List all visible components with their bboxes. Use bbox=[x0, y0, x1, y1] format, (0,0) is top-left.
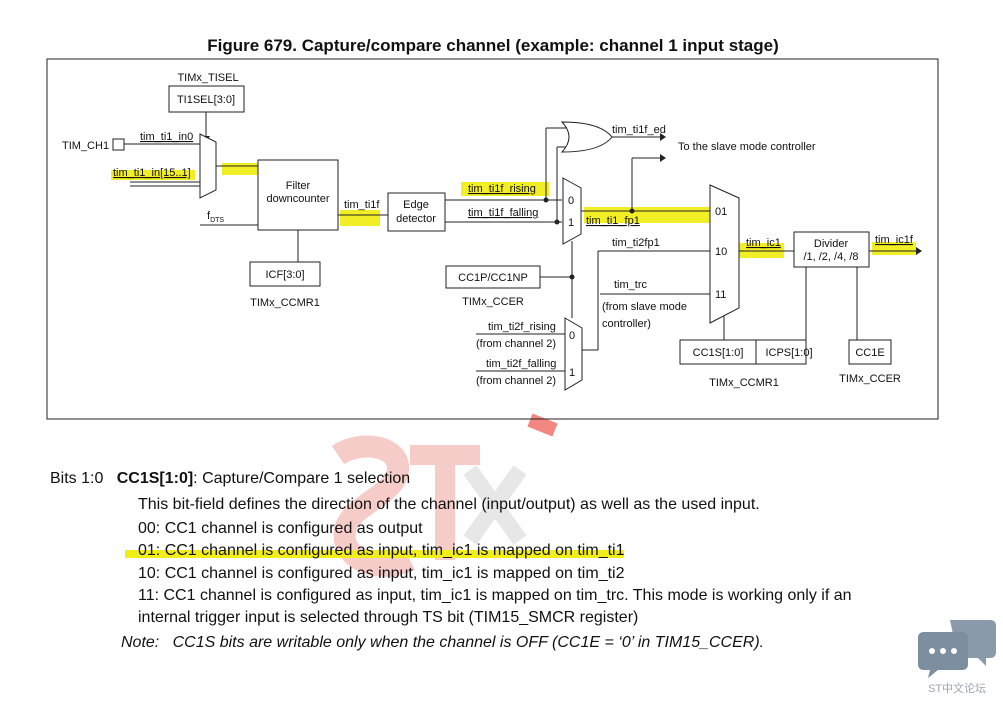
sel-11-label: 11 bbox=[715, 289, 726, 301]
figure-frame bbox=[46, 58, 939, 420]
cc1p-box bbox=[445, 265, 541, 289]
tim-ti2f-rising-label: tim_ti2f_rising bbox=[488, 321, 556, 333]
or-gate bbox=[560, 121, 613, 153]
icps-label: ICPS[1:0] bbox=[765, 347, 812, 359]
ch2-polarity-mux bbox=[564, 317, 583, 391]
ccer-right-label: TIMx_CCER bbox=[839, 373, 901, 385]
tisel-register-label: TIMx_TISEL bbox=[177, 72, 238, 84]
tim-ti1-fp1-label: tim_ti1_fp1 bbox=[586, 215, 640, 227]
from-ch2-label-a: (from channel 2) bbox=[476, 338, 556, 350]
from-ch2-label-b: (from channel 2) bbox=[476, 375, 556, 387]
ch2-mux-1: 1 bbox=[569, 367, 575, 379]
cc1s-label: CC1S[1:0] bbox=[693, 347, 744, 359]
chat-bubbles-icon bbox=[918, 620, 996, 678]
filter-label-1: Filter bbox=[286, 180, 311, 192]
input-mux bbox=[199, 133, 217, 199]
polarity-mux-0: 0 bbox=[568, 195, 574, 207]
tim-ti2f-falling-label: tim_ti2f_falling bbox=[486, 358, 556, 370]
slave-controller-label: To the slave mode controller bbox=[678, 141, 816, 153]
ccmr1-left-label: TIMx_CCMR1 bbox=[250, 297, 320, 309]
ccmr1-right-label: TIMx_CCMR1 bbox=[709, 377, 779, 389]
divider-label-2: /1, /2, /4, /8 bbox=[803, 251, 858, 263]
tim-ti2fp1-label: tim_ti2fp1 bbox=[612, 237, 660, 249]
tim-ch1-pin bbox=[112, 138, 125, 151]
icf-label: ICF[3:0] bbox=[265, 269, 304, 281]
tim-ti1-in-range-label: tim_ti1_in[15..1] bbox=[113, 167, 191, 179]
figure-title: Figure 679. Capture/compare channel (exa… bbox=[207, 36, 779, 55]
polarity-mux bbox=[562, 177, 582, 245]
from-slave-label-1: (from slave mode bbox=[602, 301, 687, 313]
icf-box bbox=[249, 261, 321, 287]
watermark-letters bbox=[331, 413, 558, 577]
tim-ic1f-label: tim_ic1f bbox=[875, 234, 914, 246]
fdts-label: fDTS bbox=[207, 210, 224, 224]
tim-ti1f-label: tim_ti1f bbox=[344, 199, 380, 211]
ti1sel-box bbox=[168, 85, 245, 113]
filter-label-2: downcounter bbox=[267, 193, 330, 205]
ic1-select-mux bbox=[709, 184, 740, 324]
ch2-mux-0: 0 bbox=[569, 330, 575, 342]
edge-label-2: detector bbox=[396, 213, 436, 225]
ti1sel-label: TI1SEL[3:0] bbox=[177, 94, 235, 106]
tim-ch1-label: TIM_CH1 bbox=[62, 140, 109, 152]
tim-ti1f-ed-label: tim_ti1f_ed bbox=[612, 124, 666, 136]
polarity-mux-1: 1 bbox=[568, 217, 574, 229]
tim-ti1f-rising-label: tim_ti1f_rising bbox=[468, 183, 536, 195]
sel-01-label: 01 bbox=[715, 206, 727, 218]
tim-ic1-label: tim_ic1 bbox=[746, 237, 781, 249]
cc1p-label: CC1P/CC1NP bbox=[458, 272, 528, 284]
sel-10-label: 10 bbox=[715, 246, 727, 258]
tim-ti1f-falling-label: tim_ti1f_falling bbox=[468, 207, 538, 219]
cc1e-box bbox=[848, 339, 892, 365]
ccmr1-right-box bbox=[679, 339, 807, 365]
ccer-mid-label: TIMx_CCER bbox=[462, 296, 524, 308]
divider-box bbox=[793, 231, 870, 268]
divider-label-1: Divider bbox=[814, 238, 849, 250]
from-slave-label-2: controller) bbox=[602, 318, 651, 330]
edge-label-1: Edge bbox=[403, 199, 429, 211]
cc1e-label: CC1E bbox=[855, 347, 884, 359]
tim-ti1-in0-label: tim_ti1_in0 bbox=[140, 131, 193, 143]
edge-detector-box bbox=[387, 192, 446, 232]
tim-trc-label: tim_trc bbox=[614, 279, 648, 291]
